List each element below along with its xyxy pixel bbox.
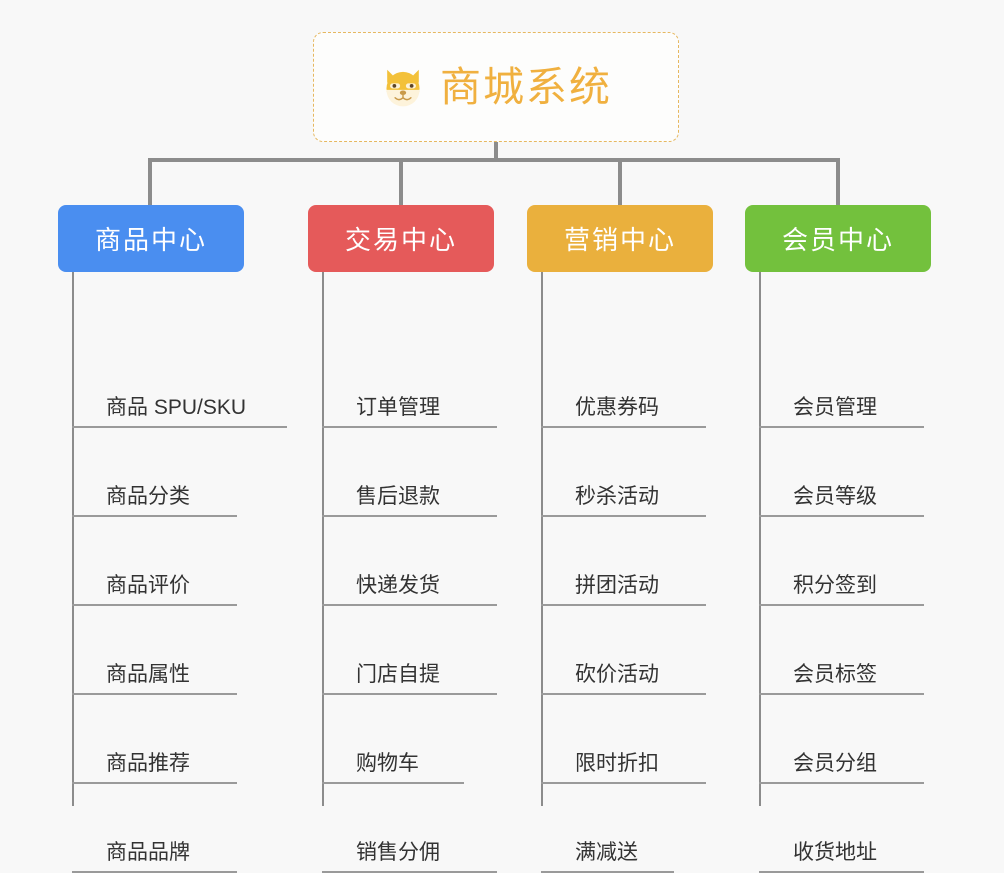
leaf-item-label: 商品分类 xyxy=(106,485,190,508)
leaf-item-underline xyxy=(72,515,237,517)
leaf-item-label: 购物车 xyxy=(356,752,419,775)
branch-header-1[interactable]: 商品中心 xyxy=(58,205,244,272)
leaf-item-label: 商品品牌 xyxy=(106,841,190,864)
leaf-item-label: 限时折扣 xyxy=(575,752,659,775)
leaf-item-underline xyxy=(322,782,464,784)
leaf-item-underline xyxy=(759,604,924,606)
branch-header-4[interactable]: 会员中心 xyxy=(745,205,931,272)
connector-drop-1 xyxy=(148,158,152,208)
leaf-item-label: 商品推荐 xyxy=(106,752,190,775)
dog-face-icon xyxy=(386,69,420,107)
leaf-item-label: 会员分组 xyxy=(793,752,877,775)
leaf-item-underline xyxy=(72,426,287,428)
leaf-item-underline xyxy=(72,782,237,784)
branch-header-2[interactable]: 交易中心 xyxy=(308,205,494,272)
leaf-item-underline xyxy=(322,515,497,517)
leaf-item-underline xyxy=(72,693,237,695)
branch-column-1: 商品中心 商品 SPU/SKU 商品分类商品评价商品属性商品推荐商品品牌 xyxy=(58,205,287,873)
leaf-item-underline xyxy=(759,693,924,695)
leaf-item-label: 快递发货 xyxy=(356,574,440,597)
connector-root-stem xyxy=(494,142,498,162)
branch-title-2: 交易中心 xyxy=(344,225,457,255)
leaf-list-4: 会员管理会员等级积分签到会员标签会员分组收货地址 xyxy=(745,272,931,873)
leaf-item-underline xyxy=(322,604,497,606)
leaf-item-label: 商品评价 xyxy=(106,574,190,597)
leaf-item-label: 拼团活动 xyxy=(575,574,659,597)
branch-spine-3 xyxy=(541,272,543,806)
branch-header-3[interactable]: 营销中心 xyxy=(527,205,713,272)
leaf-list-2: 订单管理售后退款快递发货门店自提购物车销售分佣 xyxy=(308,272,497,873)
branch-title-4: 会员中心 xyxy=(781,225,894,255)
connector-drop-2 xyxy=(399,158,403,208)
leaf-list-1: 商品 SPU/SKU 商品分类商品评价商品属性商品推荐商品品牌 xyxy=(58,272,287,873)
leaf-item-underline xyxy=(541,426,706,428)
leaf-item-label: 秒杀活动 xyxy=(575,485,659,508)
leaf-item-underline xyxy=(541,693,706,695)
leaf-list-3: 优惠券码秒杀活动拼团活动砍价活动限时折扣满减送 xyxy=(527,272,713,873)
leaf-item-label: 积分签到 xyxy=(793,574,877,597)
branch-spine-2 xyxy=(322,272,324,806)
leaf-item-underline xyxy=(541,604,706,606)
root-node[interactable]: 商城系统 xyxy=(313,32,679,142)
root-title: 商城系统 xyxy=(440,63,612,110)
leaf-item-underline xyxy=(759,426,924,428)
leaf-item-label: 门店自提 xyxy=(356,663,440,686)
leaf-item-underline xyxy=(322,693,497,695)
leaf-item-label: 商品 SPU/SKU xyxy=(106,396,247,419)
branch-column-2: 交易中心 订单管理售后退款快递发货门店自提购物车销售分佣 xyxy=(308,205,497,873)
leaf-item-label: 砍价活动 xyxy=(575,663,659,686)
leaf-item-underline xyxy=(72,604,237,606)
leaf-item-label: 收货地址 xyxy=(793,841,877,864)
leaf-item-underline xyxy=(541,515,706,517)
branch-title-3: 营销中心 xyxy=(563,225,676,255)
connector-drop-3 xyxy=(618,158,622,208)
leaf-item-label: 订单管理 xyxy=(356,396,440,419)
branch-title-1: 商品中心 xyxy=(94,225,207,255)
branch-spine-1 xyxy=(72,272,74,806)
connector-horizontal-bus xyxy=(148,158,840,162)
leaf-item-label: 优惠券码 xyxy=(575,396,659,419)
leaf-item-underline xyxy=(541,782,706,784)
diagram-canvas: 商城系统 商品中心 商品 SPU/SKU 商品分类商品评价商品属性商品推荐商品品牌… xyxy=(58,32,931,873)
leaf-item-label: 销售分佣 xyxy=(356,841,440,864)
connector-drop-4 xyxy=(836,158,840,208)
leaf-item-label: 售后退款 xyxy=(356,485,440,508)
branch-spine-4 xyxy=(759,272,761,806)
leaf-item-underline xyxy=(322,426,497,428)
leaf-item-label: 满减送 xyxy=(575,841,638,864)
branch-column-3: 营销中心 优惠券码秒杀活动拼团活动砍价活动限时折扣满减送 xyxy=(527,205,713,873)
leaf-item-label: 会员管理 xyxy=(793,396,877,419)
leaf-item-underline xyxy=(759,515,924,517)
leaf-item-label: 会员等级 xyxy=(793,485,877,508)
leaf-item-label: 会员标签 xyxy=(793,663,877,686)
leaf-item-underline xyxy=(759,782,924,784)
leaf-item-label: 商品属性 xyxy=(106,663,190,686)
branch-column-4: 会员中心 会员管理会员等级积分签到会员标签会员分组收货地址 xyxy=(745,205,931,873)
